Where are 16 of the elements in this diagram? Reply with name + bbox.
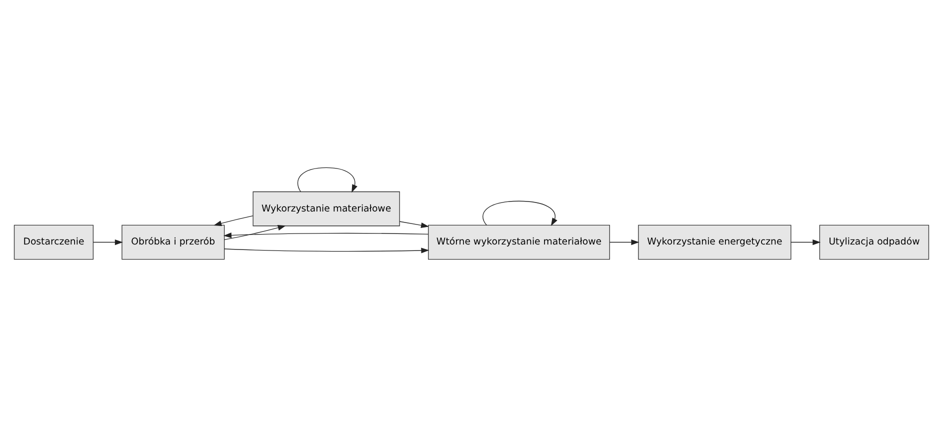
arrow [93,238,123,245]
arrow [399,220,430,228]
arrow [223,232,429,238]
arrow [482,200,558,226]
node-box: Obróbka i przerób [122,224,225,260]
node-box: Dostarczenie [14,224,94,260]
node-box: Wtórne wykorzystanie materiałowe [428,224,610,260]
arrow [609,238,640,245]
node-box: Utylizacja odpadów [819,224,930,260]
arrow [214,214,254,226]
node-box: Wykorzystanie energetyczne [638,224,792,260]
node-box: Wykorzystanie materiałowe [252,190,400,226]
arrow [224,247,430,253]
arrow [297,166,358,192]
arrow [224,224,286,240]
arrow [790,238,821,245]
